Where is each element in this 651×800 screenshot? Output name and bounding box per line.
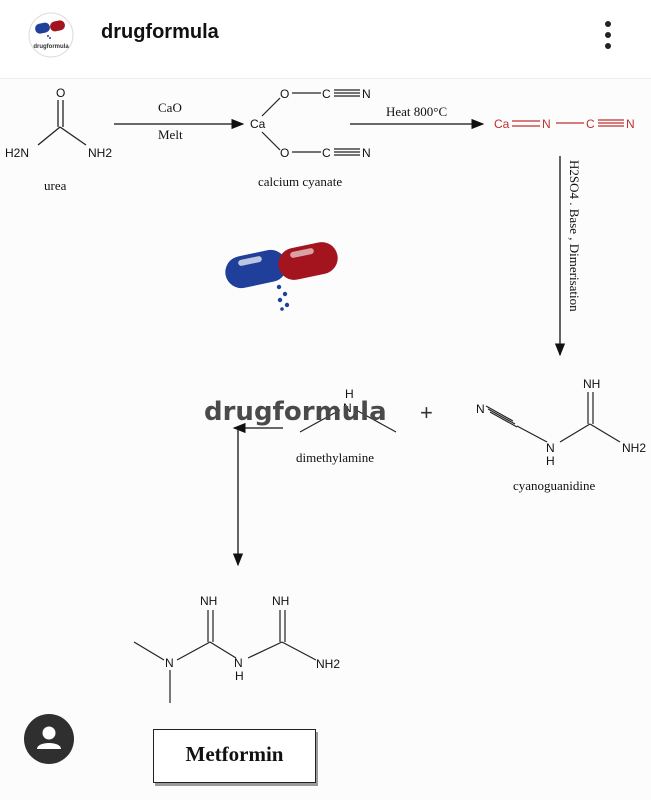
step2-condition: Heat 800°C <box>386 104 447 119</box>
dma-h: H <box>345 387 354 401</box>
n-atom-bottom: N <box>362 146 371 160</box>
urea-label: urea <box>44 178 67 193</box>
profile-avatar[interactable]: drugformula <box>23 12 79 58</box>
dimethylamine-label: dimethylamine <box>296 450 374 465</box>
c-atom-bottom: C <box>322 146 331 160</box>
ca-atom: Ca <box>250 117 266 131</box>
c-atom-top: C <box>322 87 331 101</box>
step1-reagent: CaO <box>158 100 182 115</box>
avatar-caption: drugformula <box>33 44 69 50</box>
more-options-button[interactable] <box>596 16 620 52</box>
cyanoguanidine-structure: N N H NH NH2 cyanoguanidine <box>476 377 646 493</box>
cyanamide-n2: N <box>626 117 635 131</box>
final-arrow <box>232 422 283 567</box>
o-atom-bottom: O <box>280 146 289 160</box>
watermark-logo <box>225 242 338 311</box>
user-icon <box>37 726 61 749</box>
metformin-nh-right: NH <box>272 594 289 608</box>
urea-oxygen: O <box>56 86 65 100</box>
plus-sign: + <box>420 400 433 425</box>
metformin-nh2: NH2 <box>316 657 340 671</box>
urea-structure: O H2N NH2 urea <box>5 86 112 193</box>
calcium-cyanate-structure: Ca O O C C N N calcium cyanate <box>250 87 371 189</box>
cyanamide-ca: Ca <box>494 117 510 131</box>
capsule-icon <box>225 242 338 311</box>
step1-arrow: CaO Melt <box>114 100 245 142</box>
cyanoguanidine-label: cyanoguanidine <box>513 478 596 493</box>
tagged-user-button[interactable] <box>24 714 74 764</box>
metformin-nh-left: NH <box>200 594 217 608</box>
step3-condition: H2SO4 . Base , Dimerisation <box>567 160 582 312</box>
post-header: drugformula drugformula <box>0 0 651 79</box>
username-link[interactable]: drugformula <box>101 21 219 43</box>
watermark-text: drugformula <box>204 397 387 427</box>
cg-nh-h: H <box>546 454 555 468</box>
metformin-n-bridge-h: H <box>235 669 244 683</box>
urea-h2n: H2N <box>5 146 29 160</box>
product-label-box: Metformin <box>153 729 316 783</box>
metformin-label: Metformin <box>185 742 284 766</box>
metformin-n-dimethyl: N <box>165 656 174 670</box>
cyanamide-n: N <box>542 117 551 131</box>
reaction-scheme: O H2N NH2 urea CaO Melt Ca O O C C <box>5 86 646 703</box>
step1-condition: Melt <box>158 127 183 142</box>
step2-arrow: Heat 800°C <box>350 104 485 130</box>
post-image: O H2N NH2 urea CaO Melt Ca O O C C <box>0 79 651 800</box>
cg-n-nitrile: N <box>476 402 485 416</box>
dma-n: N <box>343 401 352 415</box>
cyanamide-c: C <box>586 117 595 131</box>
metformin-n-bridge: N <box>234 656 243 670</box>
cg-imine: NH <box>583 377 600 391</box>
calcium-cyanamide-structure: Ca N C N <box>494 117 635 131</box>
more-vertical-icon <box>605 21 611 49</box>
step3-arrow: H2SO4 . Base , Dimerisation <box>554 156 582 357</box>
calcium-cyanate-label: calcium cyanate <box>258 174 342 189</box>
n-atom-top: N <box>362 87 371 101</box>
dimethylamine-structure: H N dimethylamine <box>296 387 397 465</box>
urea-nh2: NH2 <box>88 146 112 160</box>
o-atom-top: O <box>280 87 289 101</box>
metformin-structure: NH NH N N H NH2 <box>133 594 340 703</box>
capsule-logo-icon <box>35 20 65 39</box>
cg-nh2: NH2 <box>622 441 646 455</box>
cg-nh-n: N <box>546 441 555 455</box>
